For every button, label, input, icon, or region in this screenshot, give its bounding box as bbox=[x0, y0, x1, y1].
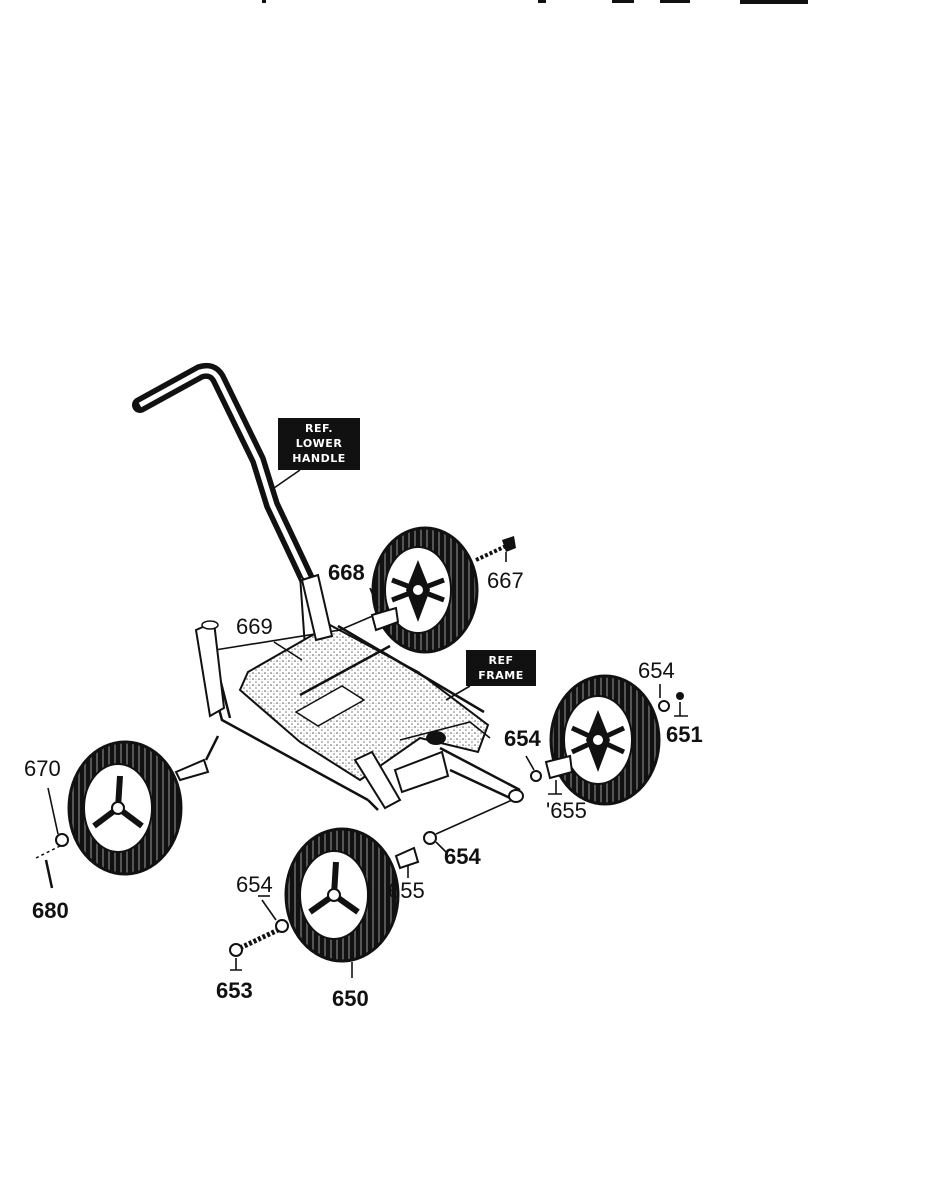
callout-line-1: REF. bbox=[305, 422, 333, 435]
part-number-654-mid: 654 bbox=[504, 726, 541, 751]
leader-lines bbox=[44, 552, 688, 978]
part-number-655-right: '655 bbox=[546, 798, 587, 823]
callout-line-1: REF bbox=[489, 654, 514, 667]
part-number-654-low: 654 bbox=[444, 844, 481, 869]
part-labels: 667 668 669 654 651 654 '655 654 655 670… bbox=[24, 560, 703, 1011]
wheel-right bbox=[530, 674, 684, 806]
callout-ref-frame: REF FRAME bbox=[445, 650, 536, 701]
callout-ref-lower-handle: REF. LOWER HANDLE bbox=[273, 418, 360, 489]
callout-line-2: FRAME bbox=[478, 669, 523, 682]
part-number-667: 667 bbox=[487, 568, 524, 593]
wheel-left bbox=[35, 735, 220, 876]
part-number-680: 680 bbox=[32, 898, 69, 923]
bolt-667 bbox=[475, 536, 516, 562]
part-number-651: 651 bbox=[666, 722, 703, 747]
callout-line-2: LOWER bbox=[296, 437, 343, 450]
part-number-670: 670 bbox=[24, 756, 61, 781]
wheel-bottom bbox=[229, 799, 513, 963]
top-edge-fragments bbox=[262, 0, 808, 4]
callout-line-3: HANDLE bbox=[292, 452, 346, 465]
part-number-669: 669 bbox=[236, 614, 273, 639]
part-number-650: 650 bbox=[332, 986, 369, 1011]
lower-handle bbox=[132, 362, 324, 664]
wheel-top bbox=[370, 526, 479, 654]
part-number-653: 653 bbox=[216, 978, 253, 1003]
frame bbox=[194, 573, 524, 811]
part-number-655-low: 655 bbox=[388, 878, 425, 903]
part-number-654-top: 654 bbox=[638, 658, 675, 683]
part-number-668: 668 bbox=[328, 560, 365, 585]
part-number-654-left: 654 bbox=[236, 872, 273, 897]
